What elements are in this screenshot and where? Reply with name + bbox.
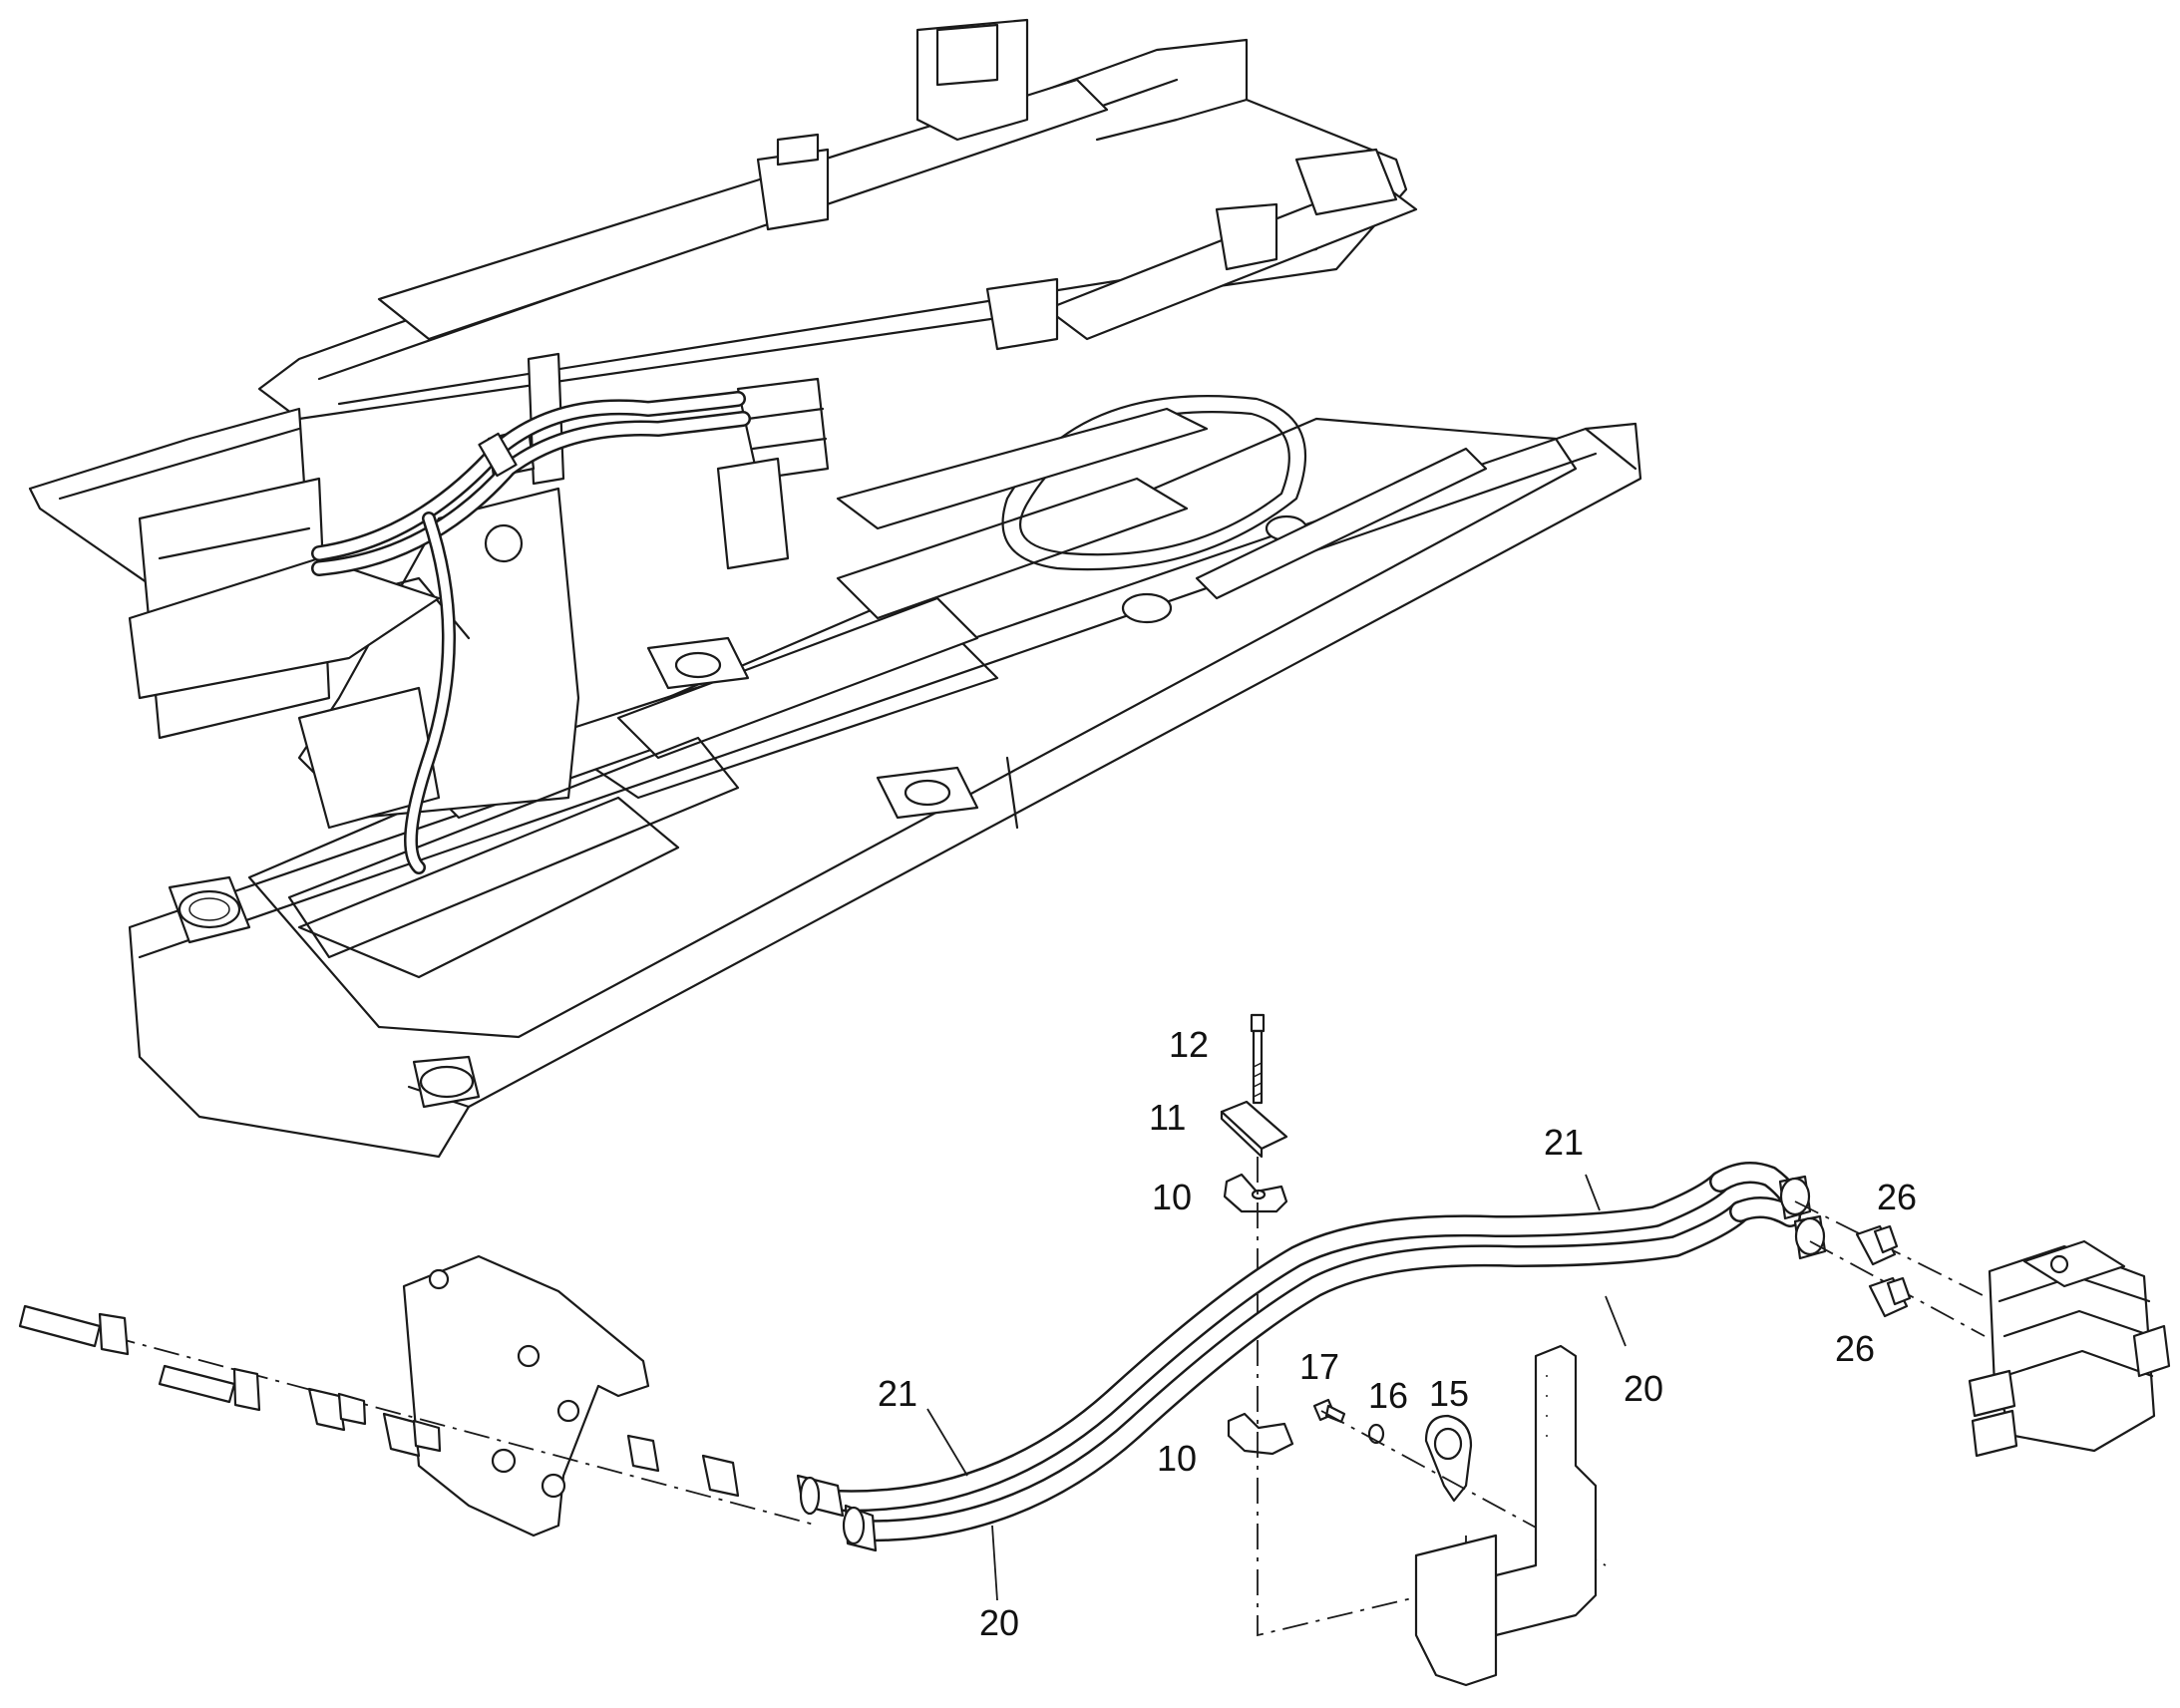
- callout-21-top: 21: [1544, 1122, 1584, 1163]
- clamp-15-axis-line: [1320, 1410, 1607, 1566]
- callout-20-bottom: 20: [979, 1602, 1019, 1643]
- control-valve-block: [1968, 1239, 2171, 1458]
- callout-20-right: 20: [1624, 1368, 1663, 1409]
- clamp-15: [1424, 1414, 1473, 1503]
- bolt-17: [1312, 1398, 1346, 1424]
- callout-16: 16: [1368, 1375, 1408, 1416]
- callout-26-bottom: 26: [1835, 1328, 1875, 1369]
- frame-hose-routing: [311, 391, 751, 874]
- clamp-axis-line: [1257, 1157, 1467, 1637]
- tall-support-bracket: [1414, 1344, 1598, 1687]
- callout-11: 11: [1149, 1097, 1186, 1138]
- clamp-half-10-bottom: [1227, 1412, 1294, 1456]
- hose-assembly: [796, 1162, 1827, 1552]
- leader-lines: [926, 1174, 1627, 1601]
- adapter-26-top: [1794, 1200, 1986, 1297]
- callout-15: 15: [1429, 1373, 1469, 1414]
- callout-17: 17: [1299, 1346, 1339, 1387]
- clamp-half-10-top: [1223, 1173, 1288, 1213]
- mounting-bracket: [402, 1254, 650, 1537]
- callout-26-top: 26: [1877, 1177, 1917, 1217]
- machine-frame-assembly: [28, 18, 1642, 1159]
- callout-21-left: 21: [878, 1373, 917, 1414]
- callout-12: 12: [1169, 1024, 1209, 1065]
- left-fitting-stack: [18, 1304, 819, 1527]
- adapter-26-bottom: [1809, 1240, 1986, 1337]
- plate-11: [1220, 1100, 1288, 1159]
- bolt-12: [1250, 1013, 1266, 1105]
- callout-10-top: 10: [1152, 1177, 1192, 1217]
- callout-10-bottom: 10: [1157, 1438, 1197, 1479]
